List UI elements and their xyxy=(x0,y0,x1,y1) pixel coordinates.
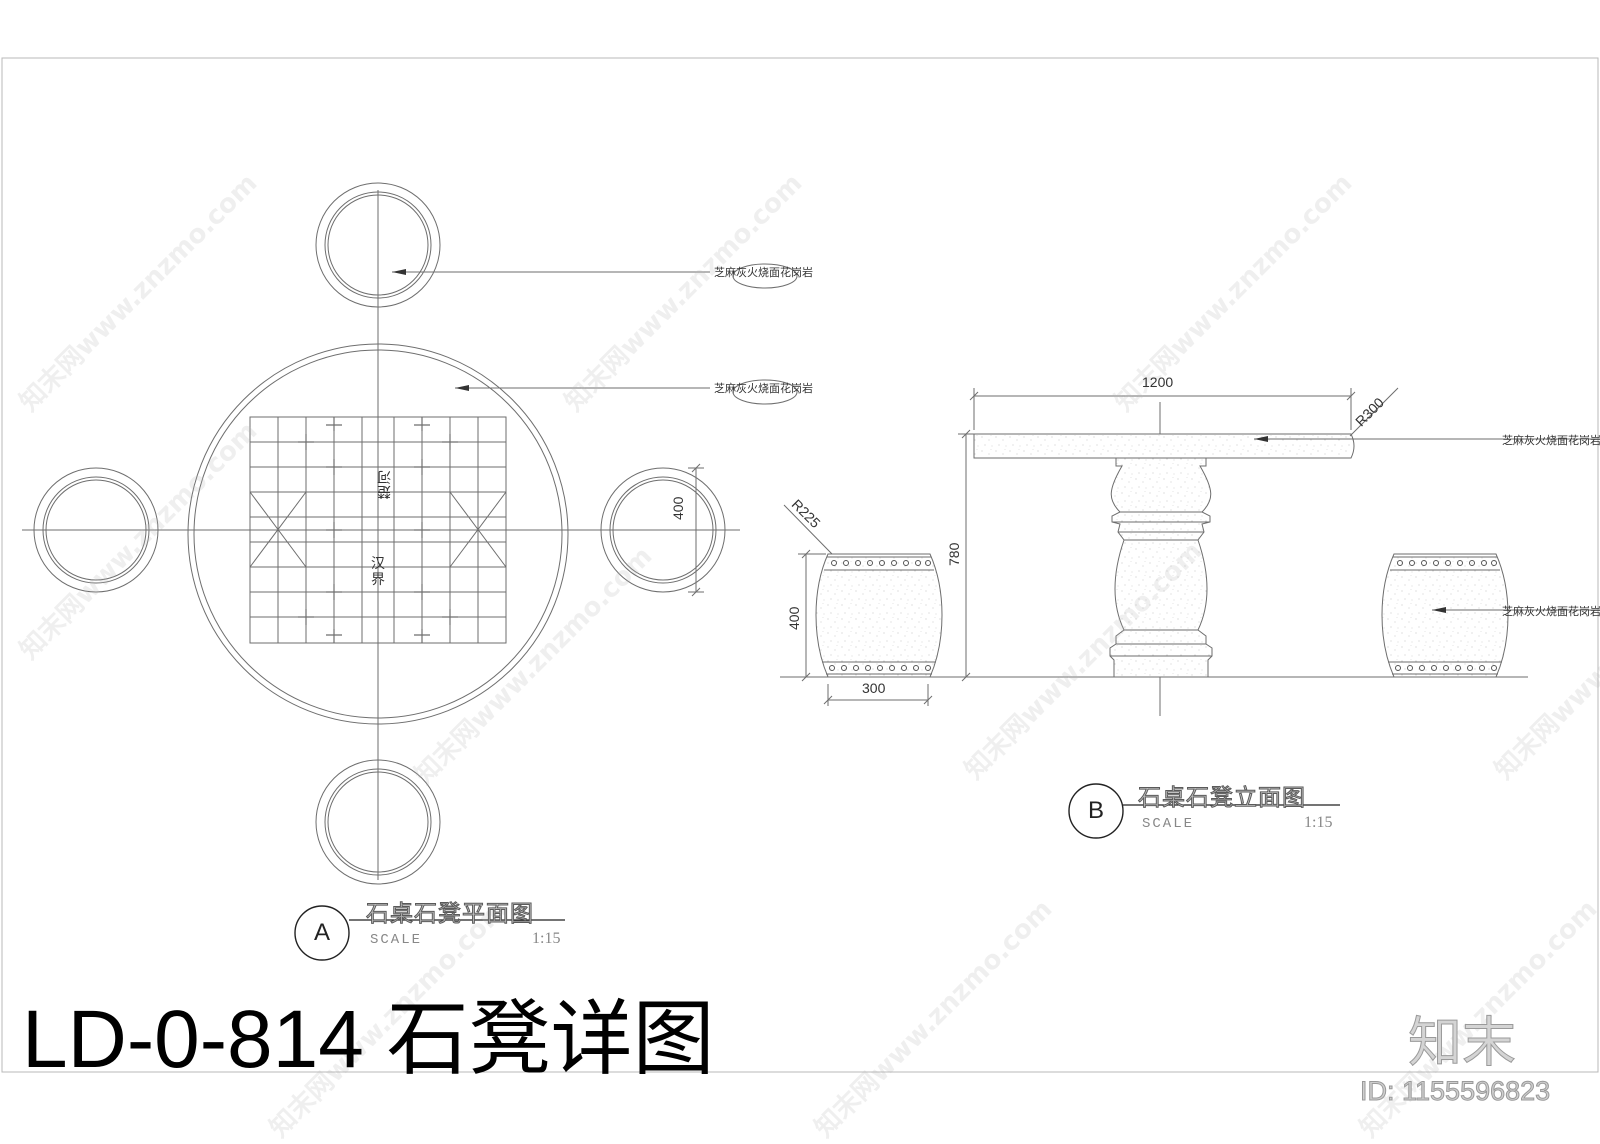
plan-leader-stool xyxy=(392,263,798,289)
chessboard-position-marks xyxy=(298,417,458,643)
dimension-stool-300 xyxy=(823,684,933,706)
drawing-frame xyxy=(1,57,1599,1073)
elevation-table-material-callout: 芝麻灰火烧面花岗岩 xyxy=(1502,434,1600,447)
elevation-leader-table xyxy=(1254,436,1600,442)
plan-stool-left xyxy=(33,467,159,593)
elevation-view-label-marker xyxy=(1068,783,1340,839)
plan-view-label-marker xyxy=(294,905,565,961)
plan-stool-right xyxy=(600,467,726,593)
brand-logo: 知末 xyxy=(1408,1011,1517,1075)
chessboard xyxy=(249,416,507,644)
plan-view-scale-ratio: 1:15 xyxy=(532,930,561,947)
elevation-view-tag: B xyxy=(1087,797,1104,824)
plan-view-scale-label: SCALE xyxy=(370,932,423,948)
elevation-leader-stool xyxy=(1432,607,1600,613)
plan-stool-top xyxy=(315,182,441,308)
plan-stool-material-callout: 芝麻灰火烧面花岗岩 xyxy=(714,266,813,279)
table-top-circle xyxy=(187,343,569,725)
elevation-view-scale-ratio: 1:15 xyxy=(1304,814,1333,831)
stool-width-dimension: 300 xyxy=(862,680,886,696)
plan-view-tag: A xyxy=(313,919,330,946)
plan-stool-bottom xyxy=(315,759,441,885)
chessboard-river-text-han: 汉界 xyxy=(371,556,385,588)
dimension-stool-400 xyxy=(798,549,826,682)
stool-height-dimension: 400 xyxy=(786,606,802,630)
elevation-view-scale-label: SCALE xyxy=(1142,816,1195,832)
table-height-dimension: 780 xyxy=(946,542,962,566)
dimension-780 xyxy=(958,429,990,682)
plan-view xyxy=(22,182,798,885)
plan-table-material-callout: 芝麻灰火烧面花岗岩 xyxy=(714,382,813,395)
plan-stool-dimension: 400 xyxy=(670,496,686,520)
table-width-dimension: 1200 xyxy=(1142,374,1174,390)
elevation-stool-material-callout: 芝麻灰火烧面花岗岩 xyxy=(1502,605,1600,618)
plan-view-title: 石桌石凳平面图 xyxy=(366,901,534,928)
dimension-1200 xyxy=(969,388,1356,430)
sheet-title: LD-0-814 石凳详图 xyxy=(22,994,715,1085)
elevation-view xyxy=(780,387,1600,716)
plan-dimension-400 xyxy=(688,463,704,597)
r225-leader xyxy=(783,504,833,555)
table-top-slab xyxy=(973,433,1355,459)
image-id-label: ID: 1155596823 xyxy=(1359,1076,1551,1107)
elevation-stool-right xyxy=(1381,553,1509,678)
elevation-stool-left xyxy=(815,553,943,678)
chessboard-river-text-chu: 楚河 xyxy=(377,468,391,499)
plan-leader-table xyxy=(455,379,798,405)
elevation-view-title: 石桌石凳立面图 xyxy=(1138,785,1306,812)
r300-leader xyxy=(1349,387,1399,437)
table-top-inner-circle xyxy=(193,349,563,719)
